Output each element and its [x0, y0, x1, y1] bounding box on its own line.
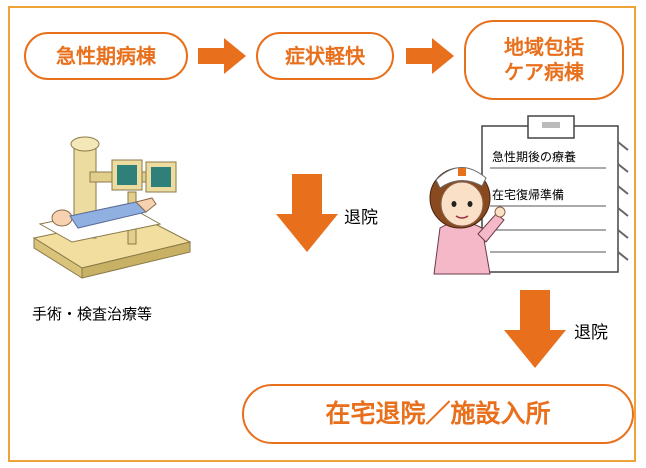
- discharge-label-2: 退院: [574, 323, 608, 343]
- surgery-exam-label: 手術・検査治療等: [32, 305, 153, 323]
- discharge-label-1: 退院: [344, 208, 378, 228]
- down-arrow-icon-2: [504, 290, 566, 368]
- community-care-ward-pill: 地域包括 ケア病棟: [464, 20, 624, 100]
- community-care-line-2: ケア病棟: [504, 60, 584, 84]
- down-arrow-icon-1: [276, 174, 338, 252]
- clipboard-item-2: 在宅復帰準備: [492, 188, 565, 202]
- nurse-icon: [429, 167, 506, 275]
- right-arrow-icon-2: [406, 38, 454, 74]
- clipboard-icon: [481, 115, 629, 273]
- clipboard-item-1: 急性期後の療養: [492, 150, 577, 164]
- symptom-relief-pill: 症状軽快: [256, 32, 394, 80]
- home-discharge-facility-pill: 在宅退院／施設入所: [242, 384, 634, 444]
- acute-ward-pill: 急性期病棟: [24, 32, 188, 80]
- community-care-line-1: 地域包括: [504, 35, 584, 59]
- ct-scanner-patient-icon: [32, 136, 192, 279]
- right-arrow-icon-1: [198, 38, 246, 74]
